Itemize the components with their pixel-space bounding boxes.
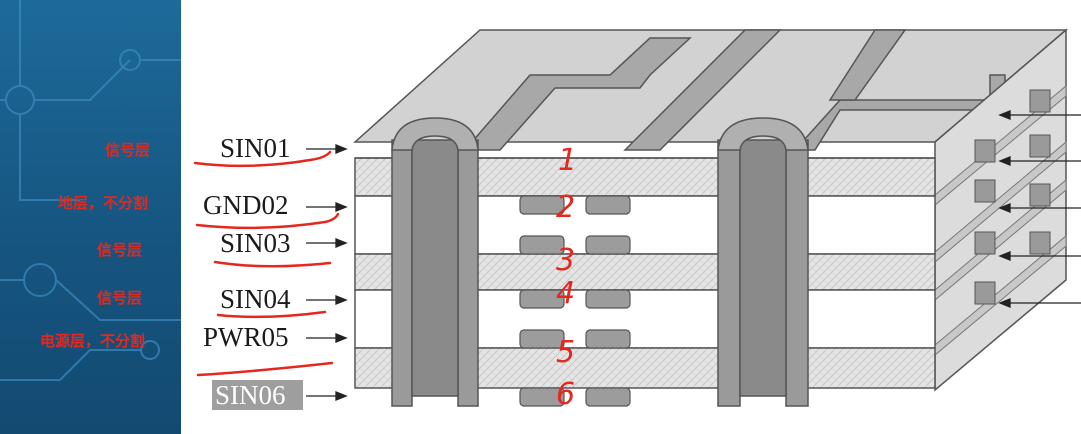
highlight-box xyxy=(212,380,303,410)
inner-pads xyxy=(519,195,631,407)
layer-number: 5 xyxy=(556,335,575,370)
layer-number: 6 xyxy=(556,377,575,412)
layer-label: SIN03 xyxy=(220,228,291,258)
layer-label: SIN01 xyxy=(220,133,291,163)
via-right xyxy=(717,117,809,407)
layer-number: 2 xyxy=(556,190,575,225)
layer-numbers: 1 2 3 4 5 6 xyxy=(556,143,577,412)
annotation-signal-layer: 信号层 xyxy=(97,241,142,259)
annotation-signal-layer: 信号层 xyxy=(97,289,142,307)
annotation-signal-layer: 信号层 xyxy=(105,141,150,159)
layer-label: SIN04 xyxy=(220,284,291,314)
label-arrows xyxy=(306,144,348,401)
layer-label: GND02 xyxy=(203,190,289,220)
layer-label: PWR05 xyxy=(203,322,289,352)
via-left xyxy=(391,117,479,407)
circuit-decoration xyxy=(0,0,181,381)
layer-labels: SIN01 GND02 SIN03 SIN04 PWR05 SIN06 xyxy=(203,133,303,410)
decorative-circuit-background xyxy=(0,0,181,434)
top-traces xyxy=(463,29,1006,151)
annotation-ground-layer: 地层，不分割 xyxy=(58,194,148,212)
annotation-power-layer: 电源层，不分割 xyxy=(40,332,145,350)
right-arrows xyxy=(998,110,1081,308)
layer-number: 4 xyxy=(556,276,575,311)
layer-number: 1 xyxy=(558,143,577,178)
layer-number: 3 xyxy=(556,243,575,278)
annotations: 信号层 地层，不分割 信号层 信号层 电源层，不分割 xyxy=(40,141,150,350)
layer-label: SIN06 xyxy=(215,380,286,410)
red-underlines xyxy=(193,150,340,377)
right-face-pads xyxy=(974,89,1051,305)
